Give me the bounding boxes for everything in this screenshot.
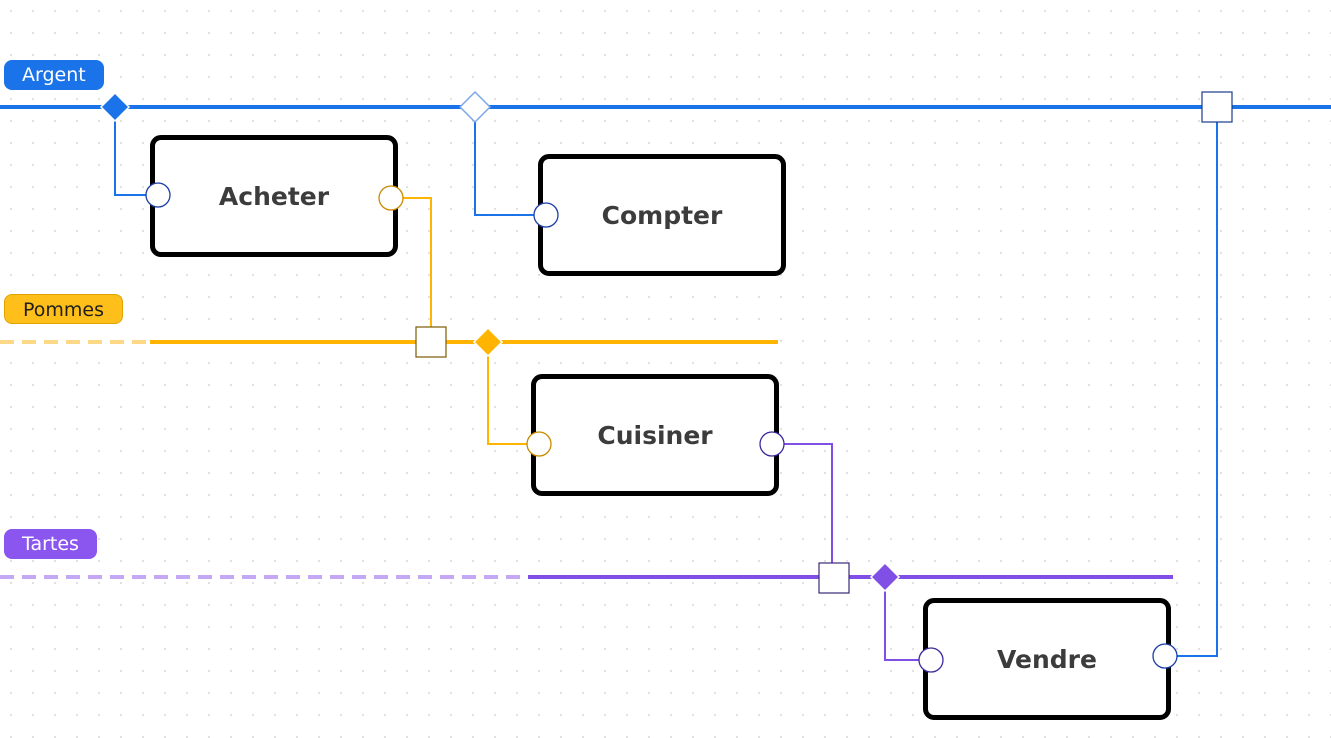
pommes-read-diamond[interactable]: [472, 326, 504, 358]
node-label: Acheter: [218, 181, 330, 211]
lane-label-tartes[interactable]: Tartes: [4, 529, 97, 559]
connector-cuisiner-to-tartes: [772, 443, 833, 577]
node-acheter[interactable]: Acheter: [150, 135, 398, 257]
node-label: Vendre: [997, 644, 1097, 674]
lane-label-argent[interactable]: Argent: [4, 60, 104, 90]
tartes-write-square[interactable]: [818, 562, 850, 594]
node-compter[interactable]: Compter: [538, 154, 786, 276]
connector-tartes-to-vendre: [884, 577, 931, 661]
lane-label-pommes[interactable]: Pommes: [4, 294, 124, 324]
node-vendre[interactable]: Vendre: [923, 598, 1171, 720]
connector-argent-to-acheter: [114, 107, 158, 196]
connector-vendre-to-argent: [1165, 107, 1218, 657]
argent-read-diamond[interactable]: [99, 91, 131, 123]
argent-write-square[interactable]: [1201, 91, 1233, 123]
connector-pommes-to-cuisiner: [487, 342, 539, 445]
node-label: Cuisiner: [597, 420, 713, 450]
argent-observe-diamond[interactable]: [458, 90, 492, 124]
node-cuisiner[interactable]: Cuisiner: [531, 374, 779, 496]
connector-argent-to-compter: [474, 107, 546, 216]
connector-acheter-to-pommes: [391, 197, 432, 342]
tartes-read-diamond[interactable]: [869, 561, 901, 593]
pommes-write-square[interactable]: [415, 326, 447, 358]
node-label: Compter: [601, 200, 723, 230]
